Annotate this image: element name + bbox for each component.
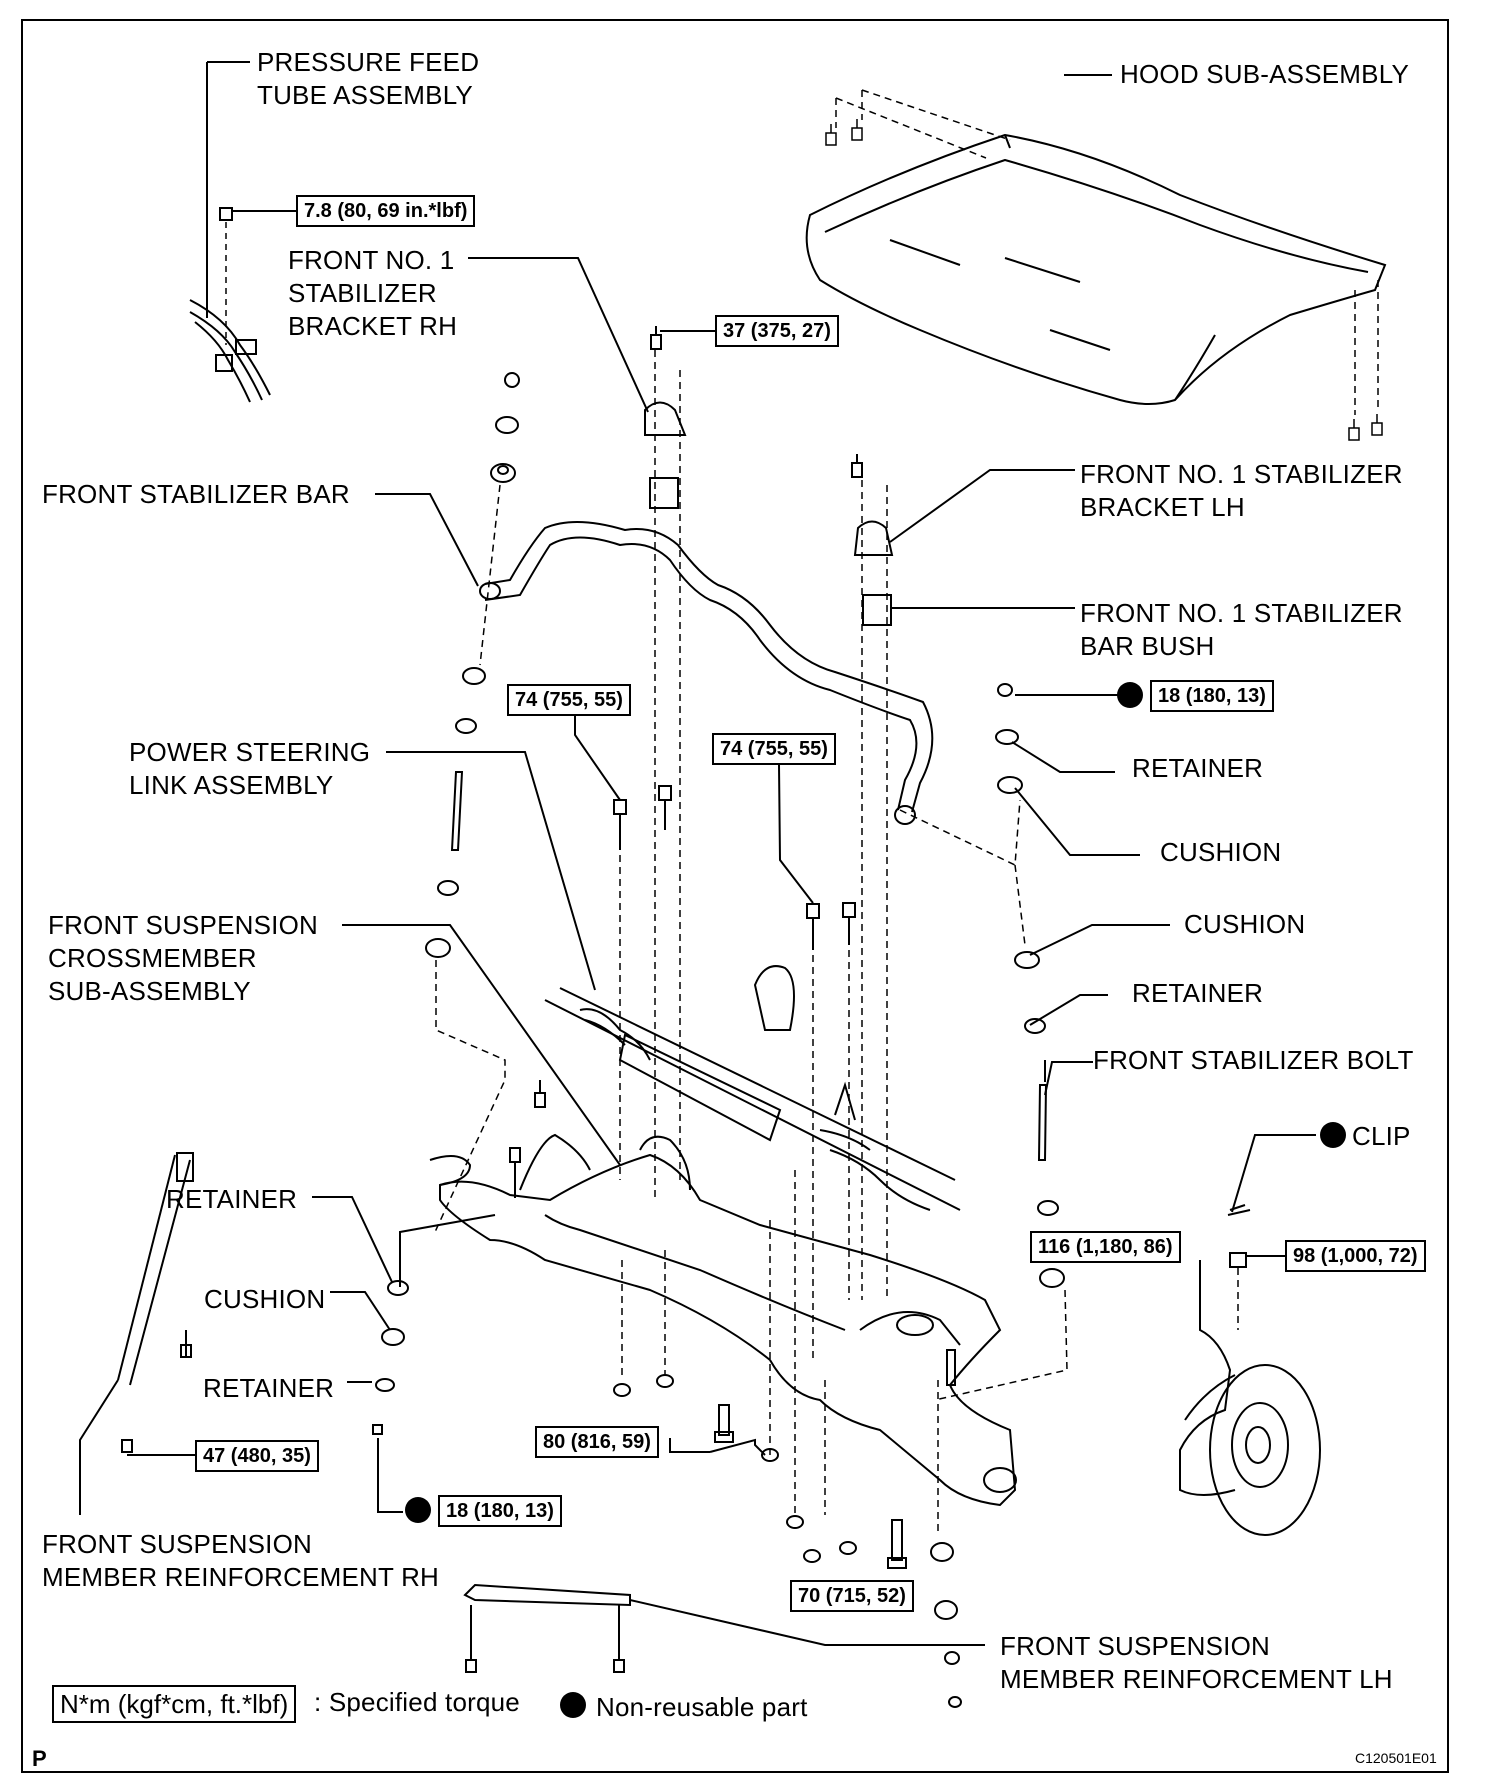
nonreusable-dot-stabilizer-nut [1117, 682, 1143, 708]
stabilizer-link-stack-lh [995, 683, 1065, 1288]
label-power-steering-2: LINK ASSEMBLY [129, 770, 334, 800]
label-bush-1: FRONT NO. 1 STABILIZER [1080, 598, 1403, 628]
legend-torque-text: : Specified torque [314, 1687, 520, 1717]
label-front-stabilizer-bar: FRONT STABILIZER BAR [42, 479, 350, 509]
legend-nonreusable-dot [560, 1692, 586, 1718]
label-crossmember-2: CROSSMEMBER [48, 943, 257, 973]
torque-crossmember-upper-left: 74 (755, 55) [507, 684, 631, 716]
label-crossmember-1: FRONT SUSPENSION [48, 910, 318, 940]
label-retainer-left-lower: RETAINER [203, 1373, 335, 1403]
crossmember-lower-fasteners [613, 1349, 962, 1708]
label-power-steering-1: POWER STEERING [129, 737, 371, 767]
label-cushion-right-lower: CUSHION [1184, 909, 1306, 939]
label-reinforcement-lh-2: MEMBER REINFORCEMENT LH [1000, 1664, 1393, 1694]
torque-crossmember-rear: 116 (1,180, 86) [1030, 1231, 1181, 1263]
label-bracket-rh-3: BRACKET RH [288, 311, 458, 341]
page-marker: P [32, 1746, 47, 1771]
power-steering-link [544, 965, 961, 1211]
label-front-stabilizer-bolt: FRONT STABILIZER BOLT [1093, 1045, 1414, 1075]
label-bracket-lh-2: BRACKET LH [1080, 492, 1245, 522]
legend-nonreusable-text: Non-reusable part [596, 1692, 808, 1722]
label-clip: CLIP [1352, 1121, 1411, 1151]
stabilizer-bracket-rh [644, 326, 687, 509]
label-bracket-lh-1: FRONT NO. 1 STABILIZER [1080, 459, 1403, 489]
stabilizer-link-stack-rh [425, 372, 520, 958]
torque-bracket-bolt: 37 (375, 27) [715, 315, 839, 347]
figure-code: C120501E01 [1355, 1750, 1437, 1766]
label-retainer-right-upper: RETAINER [1132, 753, 1264, 783]
label-reinforcement-rh-2: MEMBER REINFORCEMENT RH [42, 1562, 440, 1592]
pressure-feed-tube [189, 207, 271, 403]
label-reinforcement-rh-1: FRONT SUSPENSION [42, 1529, 312, 1559]
hood-bolts [825, 119, 1383, 441]
label-cushion-left: CUSHION [204, 1284, 326, 1314]
label-bracket-rh-1: FRONT NO. 1 [288, 245, 455, 275]
front-stabilizer-bar [479, 521, 934, 825]
stabilizer-bracket-lh [851, 454, 894, 626]
crossmember-mount-stack-left [117, 1152, 409, 1453]
label-retainer-left-upper: RETAINER [166, 1184, 298, 1214]
torque-knuckle-nut: 98 (1,000, 72) [1285, 1240, 1426, 1272]
label-pressure-feed-tube-2: TUBE ASSEMBLY [257, 80, 473, 110]
torque-stabilizer-nut: 18 (180, 13) [1150, 680, 1274, 712]
torque-reinforcement-rh: 47 (480, 35) [195, 1440, 319, 1472]
torque-crossmember-upper-right: 74 (755, 55) [712, 733, 836, 765]
torque-crossmember-bottom: 70 (715, 52) [790, 1580, 914, 1612]
torque-crossmember-front: 80 (816, 59) [535, 1426, 659, 1458]
label-bracket-rh-2: STABILIZER [288, 278, 437, 308]
front-suspension-crossmember [429, 1133, 1017, 1507]
torque-stabilizer-nut-left: 18 (180, 13) [438, 1495, 562, 1527]
nonreusable-dot-stabilizer-nut-left [405, 1497, 431, 1523]
label-pressure-feed-tube-1: PRESSURE FEED [257, 47, 480, 77]
hood-sub-assembly [805, 133, 1387, 405]
torque-pressure-feed: 7.8 (80, 69 in.*lbf) [296, 195, 476, 227]
label-bush-2: BAR BUSH [1080, 631, 1215, 661]
diagram-frame [21, 19, 1449, 1773]
nonreusable-dot-clip [1320, 1122, 1346, 1148]
label-crossmember-3: SUB-ASSEMBLY [48, 976, 251, 1006]
label-cushion-right-upper: CUSHION [1160, 837, 1282, 867]
label-hood: HOOD SUB-ASSEMBLY [1120, 59, 1409, 89]
steering-knuckle-hub [1179, 1204, 1321, 1536]
label-retainer-right-lower: RETAINER [1132, 978, 1264, 1008]
label-reinforcement-lh-1: FRONT SUSPENSION [1000, 1631, 1270, 1661]
crossmember-upper-bolts-left [509, 785, 856, 1198]
legend-torque-unit-box: N*m (kgf*cm, ft.*lbf) [52, 1685, 297, 1723]
